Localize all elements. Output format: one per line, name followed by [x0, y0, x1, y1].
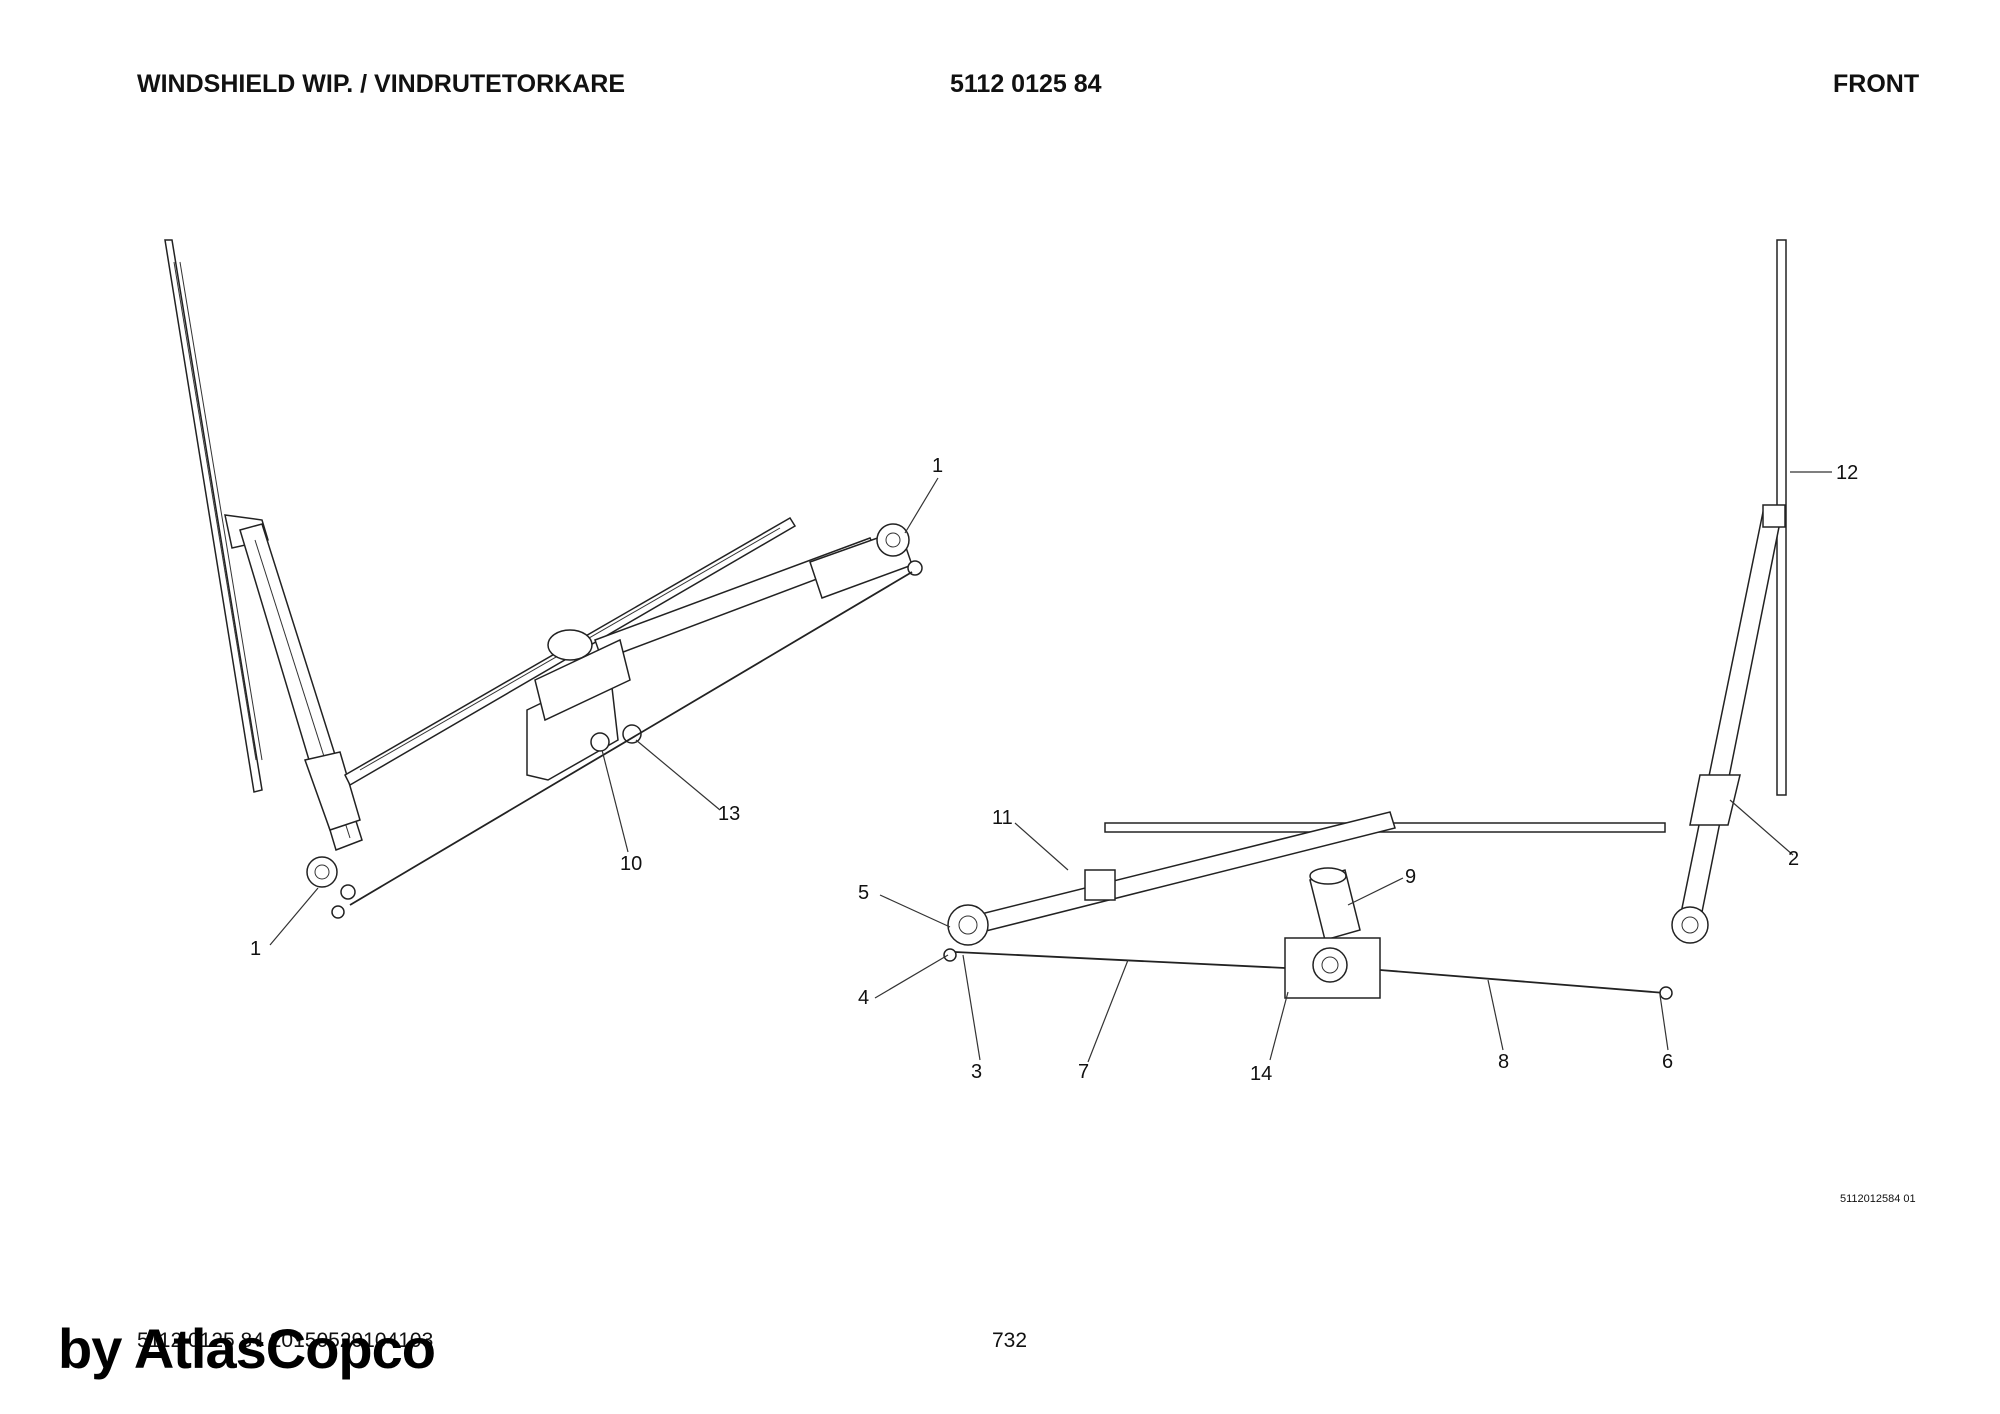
left-pivot-upper [876, 523, 910, 557]
callout-9: 9 [1405, 866, 1416, 888]
right-arm [1679, 511, 1783, 923]
callout-7: 7 [1078, 1061, 1089, 1083]
left-pivot-lower [306, 856, 338, 888]
left-blade-vertical [164, 239, 263, 793]
callout-4: 4 [858, 987, 869, 1009]
callout-11: 11 [992, 807, 1013, 829]
callout-6: 6 [1662, 1051, 1673, 1073]
link-rod-7 [954, 951, 1286, 969]
page-title: WINDSHIELD WIP. / VINDRUTETORKARE [137, 70, 625, 98]
callout-1-lower: 1 [250, 938, 261, 960]
left-link-rod [349, 571, 913, 906]
callout-13: 13 [718, 803, 740, 825]
right-wiper-assembly [943, 239, 1787, 1000]
brand-watermark: by AtlasCopco [58, 1317, 436, 1380]
drawing-id: 5112012584 01 [1840, 1193, 1916, 1205]
left-wiper-assembly [164, 239, 923, 919]
callout-12: 12 [1836, 462, 1858, 484]
right-pivot [1671, 906, 1709, 944]
callout-10: 10 [620, 853, 642, 875]
view-label: FRONT [1833, 70, 1920, 98]
left-front-pivot [947, 904, 989, 946]
callout-1-upper: 1 [932, 455, 943, 477]
callout-2: 2 [1788, 848, 1799, 870]
callout-14: 14 [1250, 1063, 1272, 1085]
part-number: 5112 0125 84 [950, 70, 1102, 98]
callout-5: 5 [858, 882, 869, 904]
link-rod-8 [1379, 969, 1666, 994]
callout-8: 8 [1498, 1051, 1509, 1073]
footer-reference: 5112 0125 84 20150529104103 [137, 1329, 434, 1352]
callout-3: 3 [971, 1061, 982, 1083]
page-number: 732 [992, 1329, 1028, 1352]
